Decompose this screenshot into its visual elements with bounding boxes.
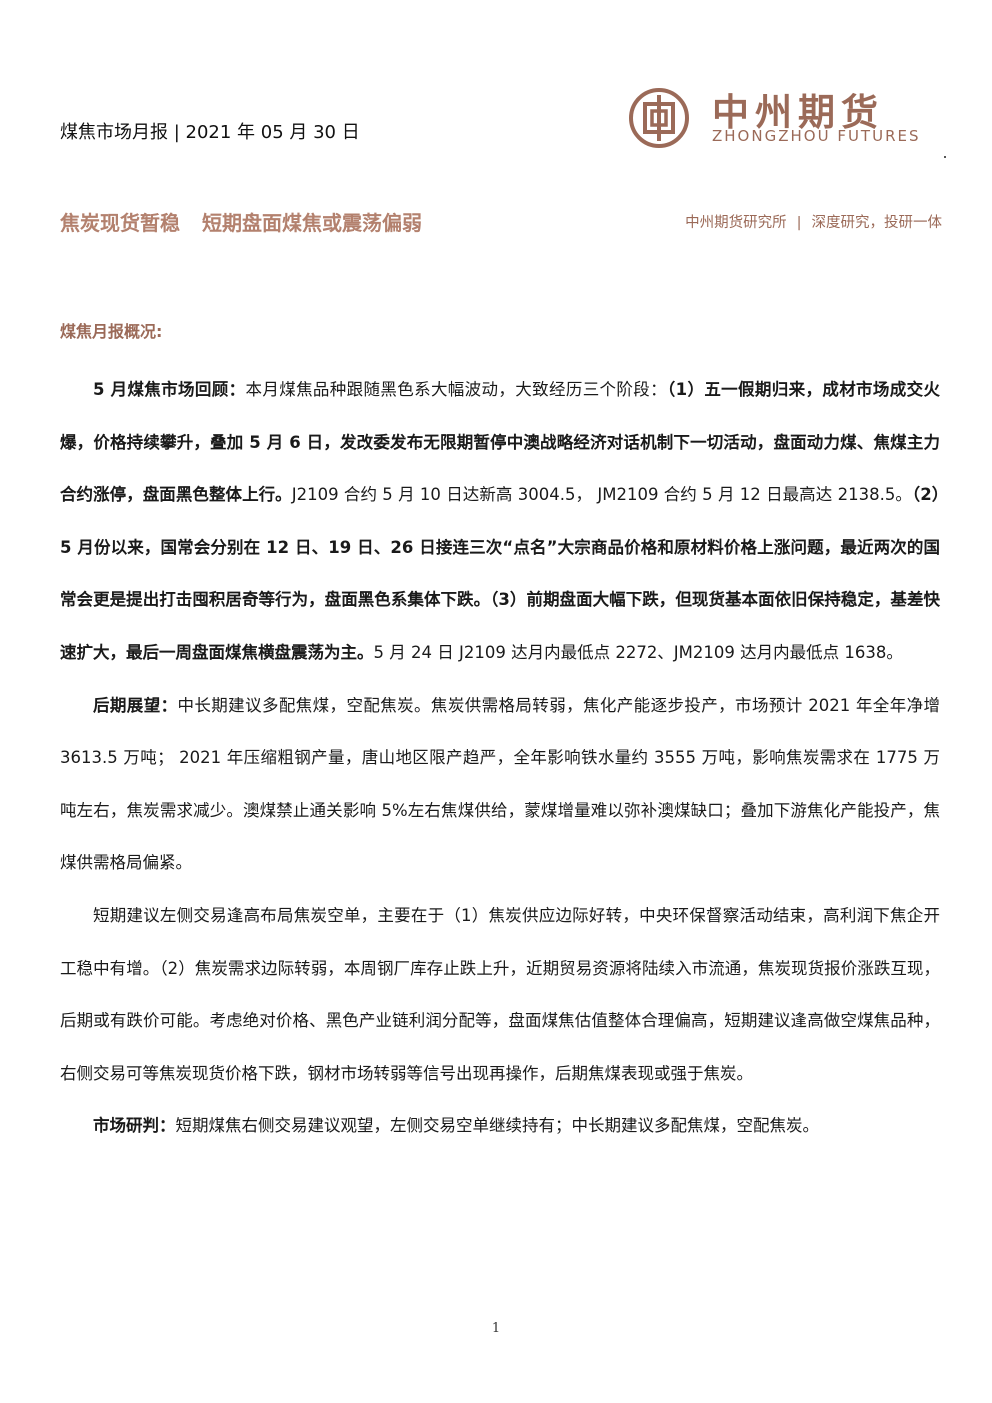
review-text-2: J2109 合约 5 月 10 日达新高 3004.5， JM2109 合约 5… — [291, 485, 912, 505]
paragraph-judgment: 市场研判：短期煤焦右侧交易建议观望，左侧交易空单继续持有；中长期建议多配焦煤，空… — [60, 1100, 940, 1153]
section-title: 煤焦月报概况: — [60, 322, 163, 341]
institute-name: 中州期货研究所 — [685, 215, 787, 231]
review-bold-1: （1）五一假期归来，成材市场成交火爆，价格持续攀升，叠加 5 月 6 日，发改委… — [60, 380, 941, 505]
header-dot — [944, 156, 946, 158]
short-term-text: 短期建议左侧交易逢高布局焦炭空单，主要在于（1）焦炭供应边际好转，中央环保督察活… — [60, 905, 940, 1083]
institute-slogan: 深度研究，投研一体 — [811, 215, 943, 231]
review-label: 5 月煤焦市场回顾： — [93, 380, 246, 399]
company-logo: 中州期货 ZHONGZHOU FUTURES — [628, 86, 940, 150]
tagline-separator: | — [796, 215, 802, 231]
review-text-1: 本月煤焦品种跟随黑色系大幅波动，大致经历三个阶段： — [245, 380, 667, 399]
review-text-3: 5 月 24 日 J2109 达月内最低点 2272、JM2109 达月内最低点… — [373, 642, 903, 662]
review-bold-2: （2）5 月份以来，国常会分别在 12 日、19 日、26 日接连三次“点名”大… — [60, 485, 941, 662]
paragraph-outlook: 后期展望：中长期建议多配焦煤，空配焦炭。焦炭供需格局转弱，焦化产能逐步投产，市场… — [60, 680, 940, 890]
report-date: 煤焦市场月报 | 2021 年 05 月 30 日 — [60, 122, 360, 143]
paragraph-short-term: 短期建议左侧交易逢高布局焦炭空单，主要在于（1）焦炭供应边际好转，中央环保督察活… — [60, 890, 940, 1100]
headline-part-2: 短期盘面煤焦或震荡偏弱 — [202, 211, 422, 235]
outlook-text: 中长期建议多配焦煤，空配焦炭。焦炭供需格局转弱，焦化产能逐步投产，市场预计 20… — [60, 695, 941, 873]
paragraph-review: 5 月煤焦市场回顾：本月煤焦品种跟随黑色系大幅波动，大致经历三个阶段：（1）五一… — [60, 364, 940, 680]
outlook-label: 后期展望： — [93, 695, 178, 715]
judgment-label: 市场研判： — [93, 1116, 176, 1136]
logo-chinese-name: 中州期货 — [712, 91, 884, 134]
headline-part-1: 焦炭现货暂稳 — [60, 211, 180, 235]
page-number: 1 — [491, 1321, 501, 1336]
coin-seal-icon — [629, 88, 689, 148]
institute-tagline: 中州期货研究所 | 深度研究，投研一体 — [685, 211, 942, 232]
logo-english-name: ZHONGZHOU FUTURES — [712, 127, 921, 145]
report-body: 5 月煤焦市场回顾：本月煤焦品种跟随黑色系大幅波动，大致经历三个阶段：（1）五一… — [60, 364, 940, 1153]
report-headline: 焦炭现货暂稳短期盘面煤焦或震荡偏弱 — [60, 207, 422, 236]
judgment-text: 短期煤焦右侧交易建议观望，左侧交易空单继续持有；中长期建议多配焦煤，空配焦炭。 — [175, 1116, 820, 1136]
